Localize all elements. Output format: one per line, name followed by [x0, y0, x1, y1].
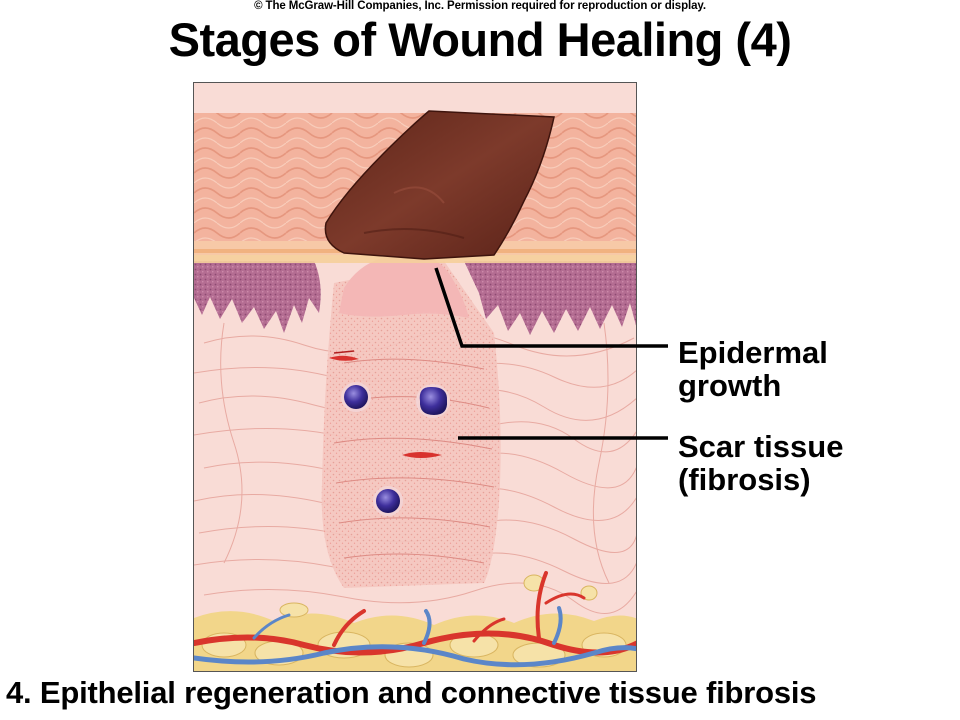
copyright-notice: © The McGraw-Hill Companies, Inc. Permis… — [254, 0, 706, 12]
wound-healing-illustration — [193, 82, 637, 672]
figure-caption: 4. Epithelial regeneration and connectiv… — [6, 675, 817, 710]
label-epidermal-line2: growth — [678, 368, 782, 403]
page-title: Stages of Wound Healing (4) — [168, 13, 792, 66]
label-scar-line1: Scar tissue — [678, 429, 844, 464]
label-epidermal-line1: Epidermal — [678, 335, 828, 370]
label-epidermal-growth: Epidermal growth — [678, 336, 828, 402]
label-scar-line2: (fibrosis) — [678, 462, 811, 497]
label-scar-tissue: Scar tissue (fibrosis) — [678, 430, 843, 496]
